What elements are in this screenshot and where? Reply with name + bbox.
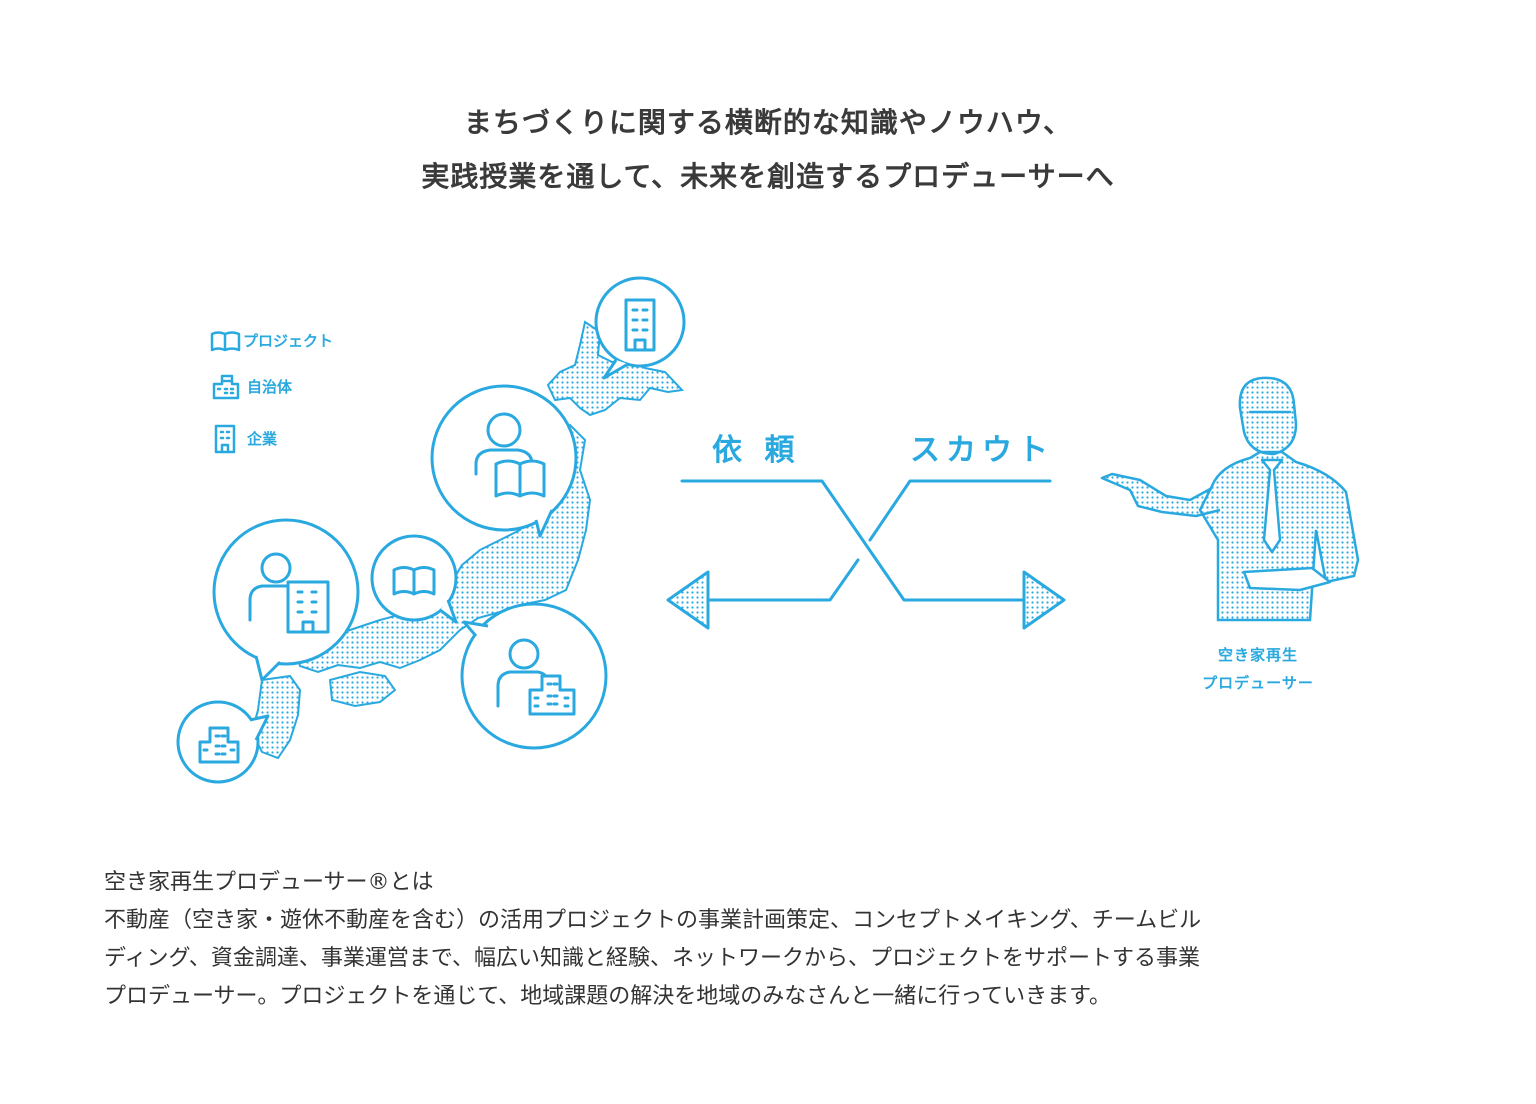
heading-line-1: まちづくりに関する横断的な知識やノウハウ、 — [463, 106, 1073, 139]
city-hall-icon — [528, 674, 576, 716]
page-heading: まちづくりに関する横断的な知識やノウハウ、 実践授業を通して、未来を創造するプロ… — [0, 96, 1536, 204]
legend-municipality-label: 自治体 — [247, 378, 293, 396]
description-line: ディング、資金調達、事業運営まで、幅広い知識と経験、ネットワークから、プロジェク… — [104, 946, 1201, 971]
city-hall-icon — [198, 726, 240, 764]
book-icon — [494, 459, 546, 498]
person-icon — [474, 412, 534, 476]
legend-project-label: プロジェクト — [243, 332, 333, 350]
legend: プロジェクト 自治体 企業 — [210, 331, 333, 454]
description-line: 不動産（空き家・遊休不動産を含む）の活用プロジェクトの事業計画策定、コンセプトメ… — [104, 908, 1202, 933]
book-icon — [210, 331, 241, 352]
bubble-tohoku — [430, 384, 578, 538]
producer-figure: 空き家再生 プロデューサー — [1100, 376, 1360, 692]
bubble-kinki — [212, 518, 360, 682]
bubble-kyushu — [176, 700, 270, 784]
scout-line — [708, 479, 1052, 602]
arrowhead-left — [666, 570, 710, 630]
producer-label-line-2: プロデューサー — [1202, 674, 1314, 692]
scout-label: スカウト — [910, 433, 1054, 468]
producer-tie — [1260, 458, 1284, 554]
producer-label-line-1: 空き家再生 — [1218, 646, 1298, 664]
producer-hand — [1242, 566, 1332, 592]
person-icon — [1238, 376, 1298, 456]
shikoku-shape — [328, 670, 397, 708]
book-icon — [392, 566, 436, 596]
legend-company-label: 企業 — [246, 430, 278, 448]
producer-arm — [1100, 472, 1221, 518]
description-title: 空き家再生プロデューサー®とは — [104, 870, 434, 895]
office-building-icon — [214, 424, 236, 454]
bubble-tokyo — [460, 602, 608, 750]
flow-arrows: 依 頼 スカウト — [666, 433, 1066, 630]
office-building-icon — [286, 580, 330, 634]
bubble-hokkaido — [594, 276, 686, 380]
description: 空き家再生プロデューサー®とは 不動産（空き家・遊休不動産を含む）の活用プロジェ… — [104, 864, 1434, 1016]
request-line — [680, 479, 1024, 602]
bubble-chubu — [370, 534, 458, 624]
office-building-icon — [624, 298, 656, 352]
heading-line-2: 実践授業を通して、未来を創造するプロデューサーへ — [421, 160, 1115, 193]
request-label: 依 頼 — [712, 433, 800, 468]
arrowhead-right — [1022, 570, 1066, 630]
description-line: プロデューサー。プロジェクトを通じて、地域課題の解決を地域のみなさんと一緒に行っ… — [104, 984, 1111, 1009]
city-hall-icon — [212, 374, 240, 400]
